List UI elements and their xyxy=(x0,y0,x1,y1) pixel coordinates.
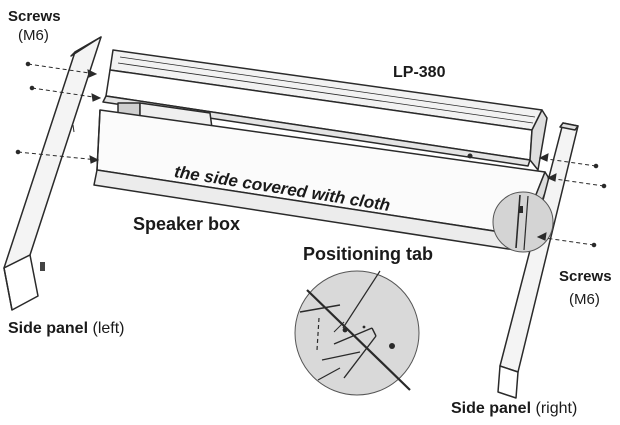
screws-left-label: Screws xyxy=(8,8,61,25)
side-panel-left xyxy=(3,36,102,311)
screws-left xyxy=(15,61,102,164)
lp380-unit xyxy=(102,49,548,171)
side-panel-right-name: Side panel xyxy=(451,400,532,417)
screws-right-label: Screws xyxy=(559,268,612,285)
speaker-box-label: Speaker box xyxy=(133,214,241,234)
screws-right-spec: (M6) xyxy=(569,291,600,308)
side-panel-right-label: Side panel (right) xyxy=(451,400,577,418)
model-label: LP-380 xyxy=(393,64,446,81)
side-panel-left-label: Side panel (left) xyxy=(8,320,124,338)
screws-right xyxy=(536,153,607,248)
positioning-tab-label: Positioning tab xyxy=(303,244,433,264)
side-panel-left-side: (left) xyxy=(92,320,125,337)
positioning-tab-detail-small xyxy=(492,191,554,253)
positioning-tab-detail-large xyxy=(294,270,420,396)
side-panel-right-side: (right) xyxy=(535,400,578,417)
screws-left-spec: (M6) xyxy=(18,27,49,44)
positioning-tab-leader xyxy=(342,270,381,329)
side-panel-left-name: Side panel xyxy=(8,320,89,337)
